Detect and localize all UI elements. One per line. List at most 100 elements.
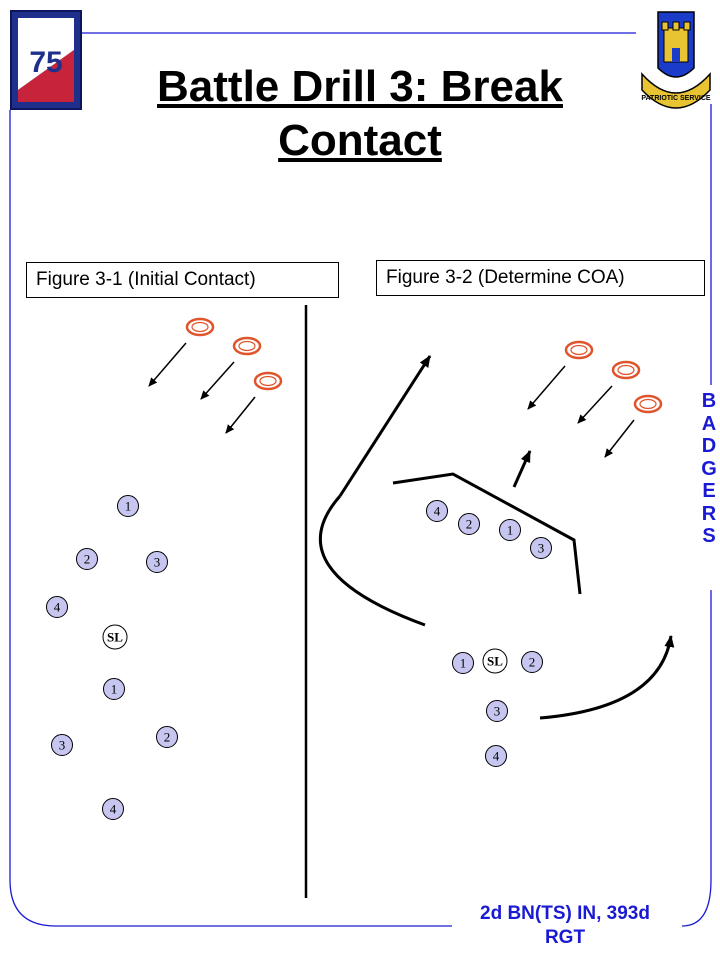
unit-footer: 2d BN(TS) IN, 393d RGT	[450, 902, 680, 950]
side-letter: B	[701, 390, 717, 412]
enemy-position-marker	[633, 394, 663, 414]
soldier-circle	[458, 513, 480, 535]
soldier-node: 3	[146, 551, 168, 573]
soldier-circle	[452, 652, 474, 674]
footer-line-2: RGT	[544, 927, 586, 948]
node-label: 1	[460, 656, 467, 671]
fire-arrow	[527, 365, 566, 410]
node-label: 2	[466, 517, 473, 532]
slide-title: Battle Drill 3: Break Contact	[157, 62, 563, 165]
enemy-position-marker	[232, 336, 262, 356]
node-label: 4	[54, 600, 61, 615]
unit-patch-icon: 75	[10, 10, 82, 115]
enemy-position-inner	[639, 398, 657, 410]
badgers-vertical-text: B A D G E R S	[696, 390, 720, 548]
node-label: 3	[538, 541, 545, 556]
side-letter: A	[701, 412, 717, 435]
enemy-position-inner	[617, 364, 635, 376]
soldier-circle	[485, 745, 507, 767]
enemy-positions-right	[564, 340, 663, 414]
figure-left-caption: Figure 3-1 (Initial Contact)	[26, 262, 339, 298]
enemy-position-marker	[253, 371, 283, 391]
castle-crest-icon: PATRIOTIC SERVICE	[636, 8, 716, 125]
soldier-node: 2	[458, 513, 480, 535]
soldier-node: 4	[46, 596, 68, 618]
enemy-position-inner	[259, 375, 277, 387]
node-label: 3	[59, 738, 66, 753]
soldier-node: 3	[486, 700, 508, 722]
soldier-circle	[156, 726, 178, 748]
soldier-node: 2	[76, 548, 98, 570]
leader-circle	[102, 624, 128, 650]
side-letter: D	[701, 435, 717, 457]
fire-arrow	[200, 361, 235, 400]
squad-leader-node: SL	[482, 648, 508, 674]
enemy-fire-arrows-left	[148, 342, 256, 434]
soldier-node: 4	[485, 745, 507, 767]
node-label: 1	[125, 499, 132, 514]
bound-arrow-left	[338, 355, 432, 497]
patch-number: 75	[29, 46, 62, 79]
soldier-node: 3	[530, 537, 552, 559]
fire-arrow	[604, 419, 635, 458]
soldier-node: 4	[102, 798, 124, 820]
soldier-node: 1	[103, 678, 125, 700]
soldier-node: 1	[452, 652, 474, 674]
node-label: 4	[493, 749, 500, 764]
maneuver-lines	[319, 355, 675, 720]
right-rule-lower	[681, 590, 712, 927]
node-label: SL	[107, 630, 123, 645]
soldier-circle	[426, 500, 448, 522]
footer-line-1: 2d BN(TS) IN, 393d	[480, 903, 650, 924]
soldier-circle	[530, 537, 552, 559]
soldier-node: 1	[117, 495, 139, 517]
fire-team-line	[392, 472, 582, 595]
soldier-node: 1	[499, 519, 521, 541]
enemy-position-marker	[564, 340, 594, 360]
soldier-node: 2	[156, 726, 178, 748]
suppress-arrow	[512, 450, 532, 488]
side-letter: R	[701, 502, 717, 525]
enemy-position-inner	[570, 344, 588, 356]
enemy-position-inner	[191, 321, 209, 333]
soldier-circle	[76, 548, 98, 570]
soldier-circle	[499, 519, 521, 541]
soldier-circle	[146, 551, 168, 573]
soldier-node: 3	[51, 734, 73, 756]
soldier-circle	[521, 651, 543, 673]
enemy-position-inner	[238, 340, 256, 352]
soldier-circle	[103, 678, 125, 700]
fire-arrow	[148, 342, 187, 387]
bound-arrow-right	[539, 635, 675, 720]
enemy-positions-left	[185, 317, 283, 391]
node-label: 1	[507, 523, 514, 538]
left-bottom-rule	[9, 110, 452, 927]
soldier-circle	[102, 798, 124, 820]
enemy-position-marker	[611, 360, 641, 380]
node-label: 4	[434, 504, 441, 519]
side-letter: E	[702, 480, 716, 502]
soldier-node: 2	[521, 651, 543, 673]
soldier-node: 4	[426, 500, 448, 522]
side-letter: G	[701, 457, 717, 480]
enemy-position-marker	[185, 317, 215, 337]
movement-arc-left	[319, 495, 426, 627]
fire-arrow	[225, 396, 256, 434]
side-letter: S	[702, 525, 716, 547]
squad-leader-node: SL	[102, 624, 128, 650]
node-label: 2	[529, 655, 536, 670]
fire-arrow	[577, 385, 613, 424]
enemy-fire-arrows-right	[527, 365, 635, 458]
crest-motto: PATRIOTIC SERVICE	[641, 95, 711, 102]
node-label: SL	[487, 654, 503, 669]
node-label: 1	[111, 682, 118, 697]
soldier-circle	[51, 734, 73, 756]
figure-right-caption: Figure 3-2 (Determine COA)	[376, 260, 705, 296]
node-label: 2	[164, 730, 171, 745]
soldier-circle	[46, 596, 68, 618]
node-label: 3	[154, 555, 161, 570]
soldier-circle	[486, 700, 508, 722]
node-label: 4	[110, 802, 117, 817]
